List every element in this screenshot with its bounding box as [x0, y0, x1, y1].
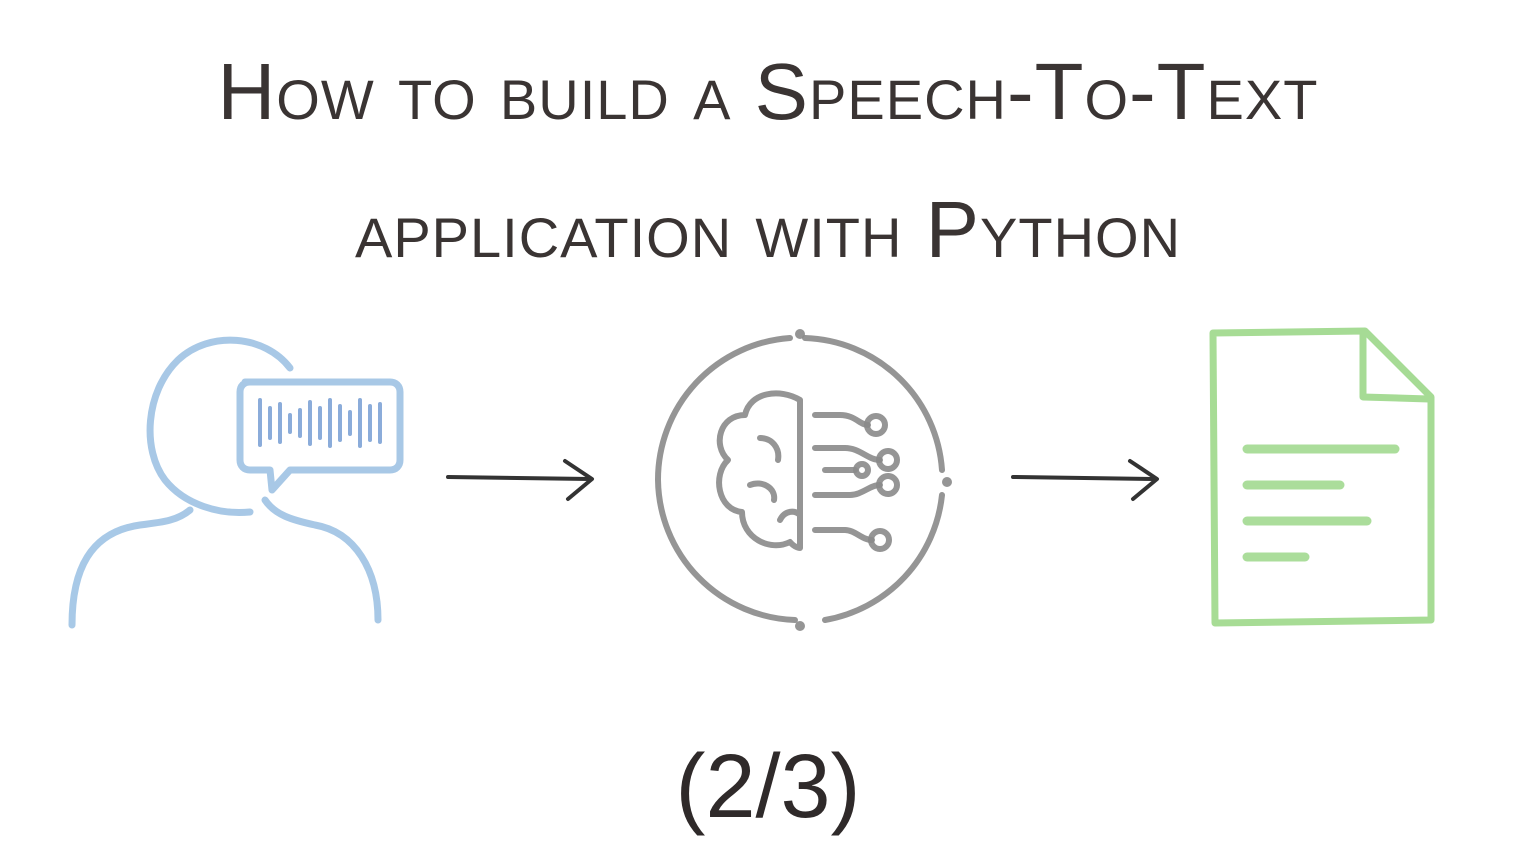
text-document-icon: [1209, 327, 1435, 627]
right-arrow-icon: [446, 459, 594, 501]
part-indicator: (2/3): [675, 737, 861, 837]
right-arrow-icon: [1011, 459, 1159, 501]
title-line-2: application with Python: [354, 185, 1182, 274]
speaking-person-icon: [68, 336, 404, 629]
ai-brain-circuit-icon: [654, 329, 952, 631]
title-line-1: How to build a Speech-To-Text: [217, 47, 1319, 136]
